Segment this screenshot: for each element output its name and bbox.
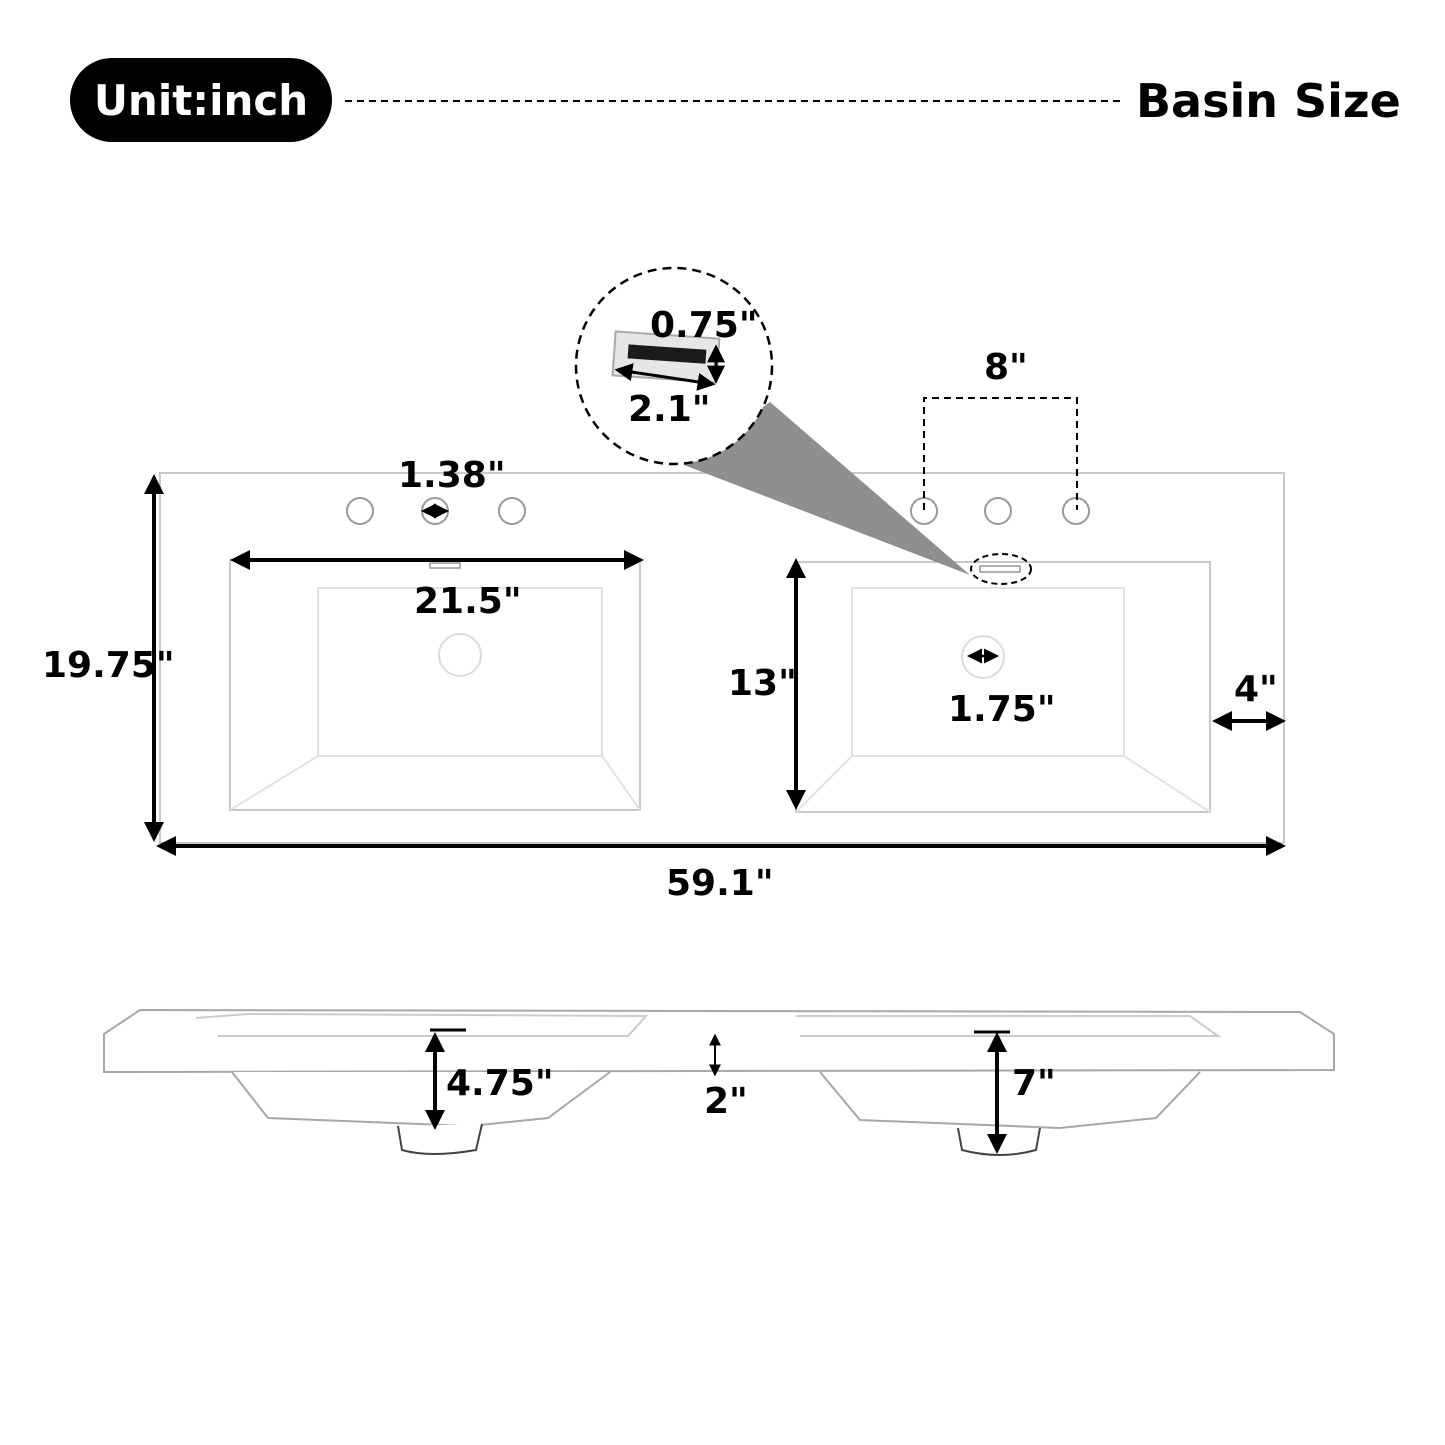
- basin-width-label: 21.5": [414, 581, 522, 622]
- side-margin-label: 4": [1234, 669, 1278, 710]
- faucet-spread-label: 8": [984, 347, 1028, 388]
- overflow-callout-ellipse: [970, 553, 1032, 585]
- basin-depth-label: 13": [728, 663, 797, 704]
- callout-cone: [684, 402, 970, 575]
- unit-label: Unit:inch: [93, 75, 309, 125]
- faucet-hole-label: 1.38": [398, 455, 506, 496]
- overall-depth-label: 19.75": [42, 645, 175, 686]
- unit-badge: Unit:inch: [70, 58, 332, 142]
- overflow-height-label: 0.75": [650, 305, 758, 346]
- right-total-depth-label: 7": [1012, 1063, 1056, 1104]
- faucet-spread-bracket: [923, 397, 1078, 510]
- left-basin-depth-label: 4.75": [446, 1063, 554, 1104]
- top-thickness-label: 2": [704, 1081, 748, 1122]
- faucet-holes: [346, 497, 1090, 525]
- drain-holes: [438, 633, 1005, 679]
- drain-diameter-label: 1.75": [948, 689, 1056, 730]
- top-view: [159, 472, 1285, 844]
- overflow-width-label: 2.1": [628, 389, 711, 430]
- diagram-title: Basin Size: [1136, 74, 1401, 128]
- overall-width-label: 59.1": [666, 863, 774, 904]
